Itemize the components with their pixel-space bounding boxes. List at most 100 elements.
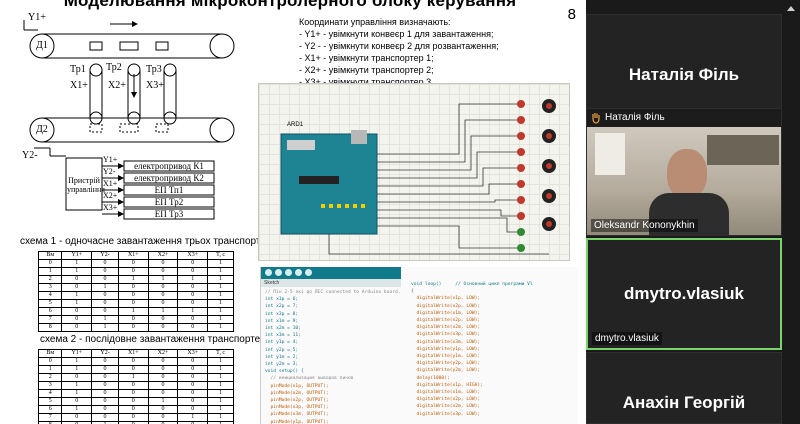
video-name-label: Oleksandr Kononykhin	[591, 219, 698, 232]
drive-k1: електропривод К1	[134, 161, 204, 171]
table-cell: 0	[117, 365, 149, 374]
drive-tp2: ЕП Тр2	[154, 197, 184, 207]
code-line: // Пін 2-5 які до ЛЕС connected to Ardui…	[265, 290, 401, 295]
instr-line: Координати управління визначають:	[299, 17, 451, 27]
code-line: int y2m = 3;	[265, 362, 299, 368]
scheme1-caption: схема 1 - одночасне завантаження трьох т…	[20, 236, 279, 247]
table-cell: 0	[147, 283, 179, 292]
person-body	[649, 193, 729, 235]
x1-label: X1+	[70, 80, 88, 91]
participant-name: dmytro.vlasiuk	[624, 284, 744, 303]
editor-tab[interactable]: Sketch	[261, 279, 401, 287]
table-cell: 0	[37, 259, 63, 268]
code-line: int x3m = 11;	[265, 333, 301, 339]
code-line: digitalWrite(x2p, LOW);	[411, 397, 481, 403]
code-line: digitalWrite(y1m, LOW);	[411, 354, 481, 360]
code-line: int y1p = 4;	[265, 340, 299, 346]
code-line: digitalWrite(x2m, LOW);	[411, 404, 481, 410]
table-cell: 0	[117, 405, 149, 414]
table-cell: 0	[177, 283, 209, 292]
table-cell: 0	[117, 397, 149, 406]
table-cell: 0	[91, 259, 119, 268]
slide-title: Моделювання мікроконтролерного блоку кер…	[63, 0, 517, 10]
table-cell: 1	[177, 413, 209, 422]
table-cell: 1	[91, 315, 119, 324]
table-cell: 5	[37, 397, 63, 406]
table-cell: 0	[91, 365, 119, 374]
code-line: int y1m = 2;	[265, 354, 299, 360]
window-light	[595, 133, 625, 175]
table-cell: 0	[117, 315, 149, 324]
table-cell: 0	[61, 397, 93, 406]
participant-tile[interactable]: Анахін Георгій	[586, 352, 782, 424]
table-cell: 1	[177, 275, 209, 284]
upload-icon[interactable]	[275, 269, 282, 276]
table-cell: 0	[91, 357, 119, 366]
t1-header: T, c	[207, 251, 234, 260]
table-cell: 1	[61, 259, 93, 268]
table-cell: 1	[207, 275, 234, 284]
code-line: digitalWrite(x1p, LOW);	[411, 296, 481, 302]
open-icon[interactable]	[295, 269, 302, 276]
code-editor[interactable]: Sketch // Пін 2-5 які до ЛЕС connected t…	[260, 267, 578, 424]
table-cell: 7	[37, 315, 63, 324]
t2-header: Y2-	[91, 349, 119, 358]
shelf	[707, 135, 779, 165]
table-cell: 1	[207, 405, 234, 414]
table-cell: 1	[207, 357, 234, 366]
table-cell: 0	[61, 275, 93, 284]
table-cell: 0	[91, 389, 119, 398]
table-cell: 0	[117, 291, 149, 300]
table-cell: 1	[61, 299, 93, 308]
participant-tile-video[interactable]: Наталія Філь Oleksandr Kononykhin	[586, 108, 782, 236]
table-cell: 1	[117, 307, 149, 316]
table-cell: 0	[147, 315, 179, 324]
table-cell: 0	[91, 413, 119, 422]
code-line: digitalWrite(x1p, HIGH);	[411, 382, 483, 388]
table-cell: 1	[177, 307, 209, 316]
table-cell: 0	[117, 413, 149, 422]
new-icon[interactable]	[285, 269, 292, 276]
save-icon[interactable]	[305, 269, 312, 276]
table-cell: 0	[147, 381, 179, 390]
table-cell: 1	[147, 275, 179, 284]
table-cell: 1	[61, 389, 93, 398]
code-line: pinMode(x2p, OUTPUT);	[265, 398, 329, 404]
drive-k2: електропривод К2	[134, 173, 204, 183]
table-cell: 0	[91, 299, 119, 308]
tp3-label: Тр3	[146, 64, 162, 75]
table-cell: 0	[117, 259, 149, 268]
table-cell: 0	[91, 267, 119, 276]
table-cell: 0	[61, 373, 93, 382]
table-cell: 2	[37, 275, 63, 284]
table-cell: 1	[37, 267, 63, 276]
scroll-up-icon[interactable]	[787, 6, 795, 11]
video-feed	[587, 127, 781, 235]
t1-header: X1+	[117, 251, 149, 260]
code-line: int x2p = 7;	[265, 304, 299, 310]
table-cell: 0	[177, 381, 209, 390]
participant-tile-active[interactable]: dmytro.vlasiuk dmytro.vlasiuk	[586, 238, 782, 350]
instr-line: - X1+ - увімкнути транспортер 1;	[299, 53, 434, 63]
out-label-y1: Y1+	[103, 155, 118, 164]
table-cell: 2	[37, 373, 63, 382]
verify-icon[interactable]	[265, 269, 272, 276]
code-line: digitalWrite(y1p, LOW);	[411, 346, 481, 352]
table-cell: 0	[117, 323, 149, 332]
table-cell: 1	[147, 397, 179, 406]
table-cell: 0	[177, 267, 209, 276]
table-cell: 1	[207, 389, 234, 398]
participant-tile[interactable]: Наталія Філь	[586, 14, 782, 118]
speaker-name: Наталія Філь	[605, 112, 665, 123]
table-cell: 0	[91, 397, 119, 406]
code-line: pinMode(x3m, OUTPUT);	[265, 412, 329, 418]
table-cell: 0	[91, 307, 119, 316]
instr-line: - X3+ - увімкнути транспортер 3.	[299, 77, 434, 87]
out-label-y2: Y2-	[103, 167, 116, 176]
panel-scrollbar[interactable]	[782, 0, 800, 424]
